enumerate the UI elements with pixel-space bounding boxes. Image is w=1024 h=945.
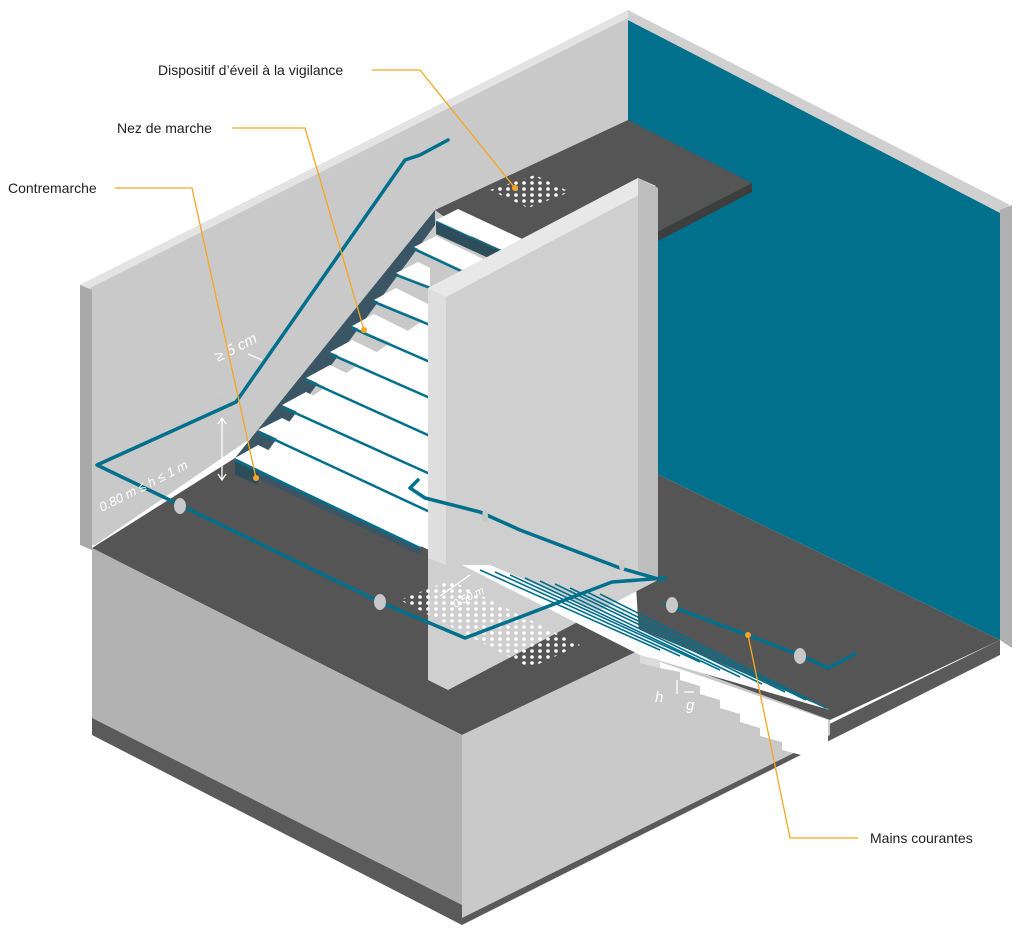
handrail-bracket (174, 498, 186, 514)
front-block-front-face-2 (462, 650, 830, 918)
upper-flight-side (235, 210, 435, 555)
step-nosing (373, 300, 431, 327)
handrail-bracket (374, 594, 386, 610)
accent-wall-end (1000, 205, 1012, 648)
step (374, 288, 430, 323)
handrail-bracket (402, 144, 410, 156)
tactile-strip-bottom (400, 580, 580, 668)
leader-dot (253, 475, 259, 481)
step-nosing (494, 571, 681, 657)
step (235, 445, 430, 548)
step-nosing (584, 590, 807, 701)
stair-profile-shadow (640, 655, 660, 668)
step-nosing (599, 593, 827, 709)
leader-riser (115, 187, 257, 479)
step-nosing (479, 569, 661, 651)
step-nosing (395, 273, 431, 290)
accent-wall-top (628, 10, 1010, 213)
front-block-left-bottom (92, 718, 462, 925)
step-nosing (257, 430, 431, 514)
dimension-markers (217, 353, 694, 694)
step-nosing (329, 352, 431, 400)
partition-right-edge (638, 178, 658, 580)
tactile-strip-top (490, 175, 570, 208)
height-arrow-bottom (217, 473, 227, 482)
handrail-brackets (174, 144, 806, 664)
clearance-tick (247, 353, 263, 361)
step-nosing (305, 378, 431, 438)
step (282, 392, 430, 472)
callout-nosing: Nez de marche (117, 120, 212, 136)
partition-side (428, 288, 446, 565)
step (396, 262, 430, 286)
tactile-strips (400, 175, 580, 668)
upper-flight-riser (235, 458, 258, 485)
leader-dot (512, 185, 518, 191)
lower-flight (462, 565, 830, 770)
step-nosing (281, 405, 431, 476)
step-nosing (234, 458, 421, 550)
handrail-bracket (794, 648, 806, 664)
step (258, 418, 430, 510)
handrail-bracket (216, 394, 224, 406)
handrail-upper-left (95, 138, 667, 640)
callout-riser: Contremarche (8, 180, 97, 196)
step-nosing (351, 326, 431, 364)
tread-depth-label: g (686, 697, 695, 714)
front-block-left-face (92, 548, 462, 918)
handrail-bracket (619, 559, 625, 571)
callout-leaders (115, 69, 858, 839)
leader-nosing (232, 127, 365, 331)
partition-top (428, 178, 656, 297)
leader-handrails (747, 634, 858, 839)
handrail-bracket (666, 597, 678, 613)
step-nosing (524, 577, 721, 671)
offset-dimension-line (439, 574, 471, 597)
leader-dot (745, 632, 751, 638)
step (306, 365, 430, 434)
handrail-bracket (482, 510, 488, 522)
callout-vigilance: Dispositif d’éveil à la vigilance (158, 62, 343, 78)
back-left-wall-end (80, 285, 92, 550)
riser-height-label: h (655, 689, 663, 706)
leader-dot (361, 327, 367, 333)
callout-handrails: Mains courantes (870, 830, 973, 846)
step (330, 340, 430, 396)
back-left-wall-top (80, 10, 628, 293)
height-arrow-top (217, 416, 227, 425)
stair-profile (640, 655, 828, 770)
step-nosing (554, 583, 763, 685)
callout-dots (253, 185, 751, 638)
step (352, 314, 430, 360)
step-nosing (509, 574, 701, 663)
leader-vigilance (372, 69, 516, 189)
step-nosing (569, 587, 786, 693)
